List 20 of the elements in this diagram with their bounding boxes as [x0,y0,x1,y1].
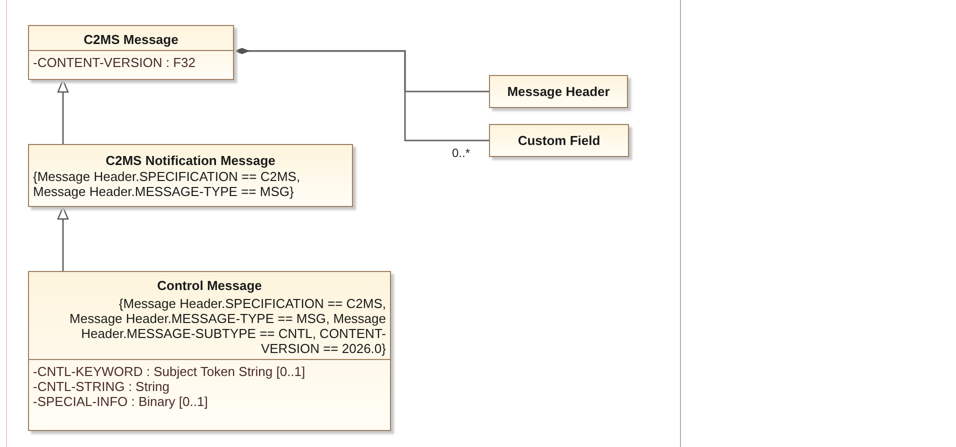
attribute-text: -CNTL-KEYWORD : Subject Token String [0..1] [33,364,306,379]
class-box [28,144,353,207]
attribute-text: -CONTENT-VERSION : F32 [33,55,197,70]
composition-line [234,48,489,142]
generalization-arrow [57,206,69,271]
attribute-text: -SPECIAL-INFO : Binary [0..1] [33,394,209,409]
constraint-text: {Message Header.SPECIFICATION == C2MS, Message Header.MESSAGE-TYPE == MSG} [33,168,302,198]
multiplicity-label: 0..* [451,146,472,160]
class-name: C2MS Notification Message [104,152,276,168]
class-name: Control Message [156,278,263,293]
class-box [28,271,391,431]
constraint-text: {Message Header.SPECIFICATION == C2MS, Message Header.MESSAGE-TYPE == MSG, Message Header.MESSAGE-SUBTYPE == CNTL, CONTENT-VERSION == 2026.0} [68,296,386,356]
attribute-text: -CNTL-STRING : String [33,379,171,394]
class-name: C2MS Message [82,32,180,47]
generalization-arrow [57,79,69,144]
class-box [28,25,234,80]
class-name: Custom Field [516,133,602,148]
class-box [489,75,628,108]
class-box [489,124,629,157]
class-name: Message Header [506,84,611,99]
